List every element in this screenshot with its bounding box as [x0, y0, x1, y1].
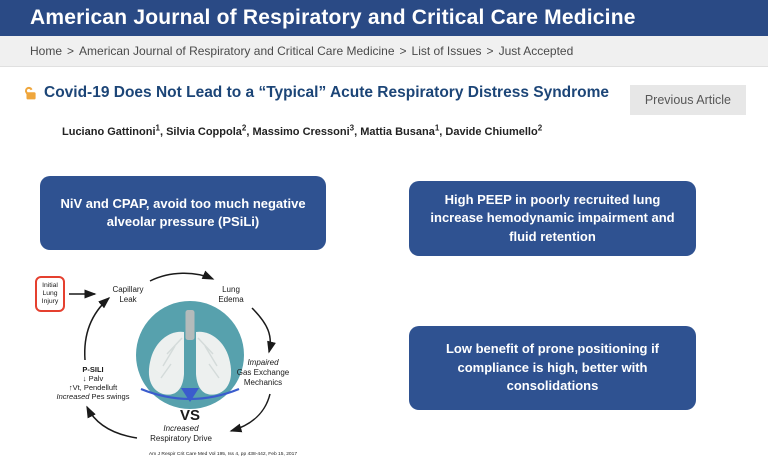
- author: Silvia Coppola2,: [166, 123, 253, 138]
- node-increased-respiratory-drive: Increased: [163, 424, 199, 433]
- lung-illustration: VS: [136, 301, 244, 424]
- previous-article-button[interactable]: Previous Article: [629, 85, 746, 115]
- author-affiliation: 2: [241, 123, 247, 132]
- node-psili: P-SILI: [82, 365, 103, 374]
- node-lung-edema: Lung: [222, 285, 240, 294]
- journal-masthead: American Journal of Respiratory and Crit…: [0, 0, 768, 36]
- node-lung-edema: Edema: [218, 295, 244, 304]
- journal-title: American Journal of Respiratory and Crit…: [30, 6, 636, 29]
- initial-box-line: Initial: [42, 282, 58, 289]
- author-affiliation: 1: [155, 123, 160, 132]
- author-affiliation: 1: [434, 123, 440, 132]
- node-impaired-gas-exchange: Gas Exchange: [237, 368, 290, 377]
- psili-cycle-diagram: VS Initial Lung Injury Capillary Leak Lu…: [35, 270, 297, 457]
- open-access-lock-icon: [25, 86, 36, 100]
- figure-citation: Am J Respir Crit Care Med Vol 195, Iss 4…: [149, 451, 297, 457]
- author: Davide Chiumello2: [445, 123, 543, 138]
- article-title-row: Covid-19 Does Not Lead to a “Typical” Ac…: [22, 84, 609, 102]
- node-impaired-gas-exchange: Mechanics: [244, 378, 282, 387]
- vs-down-arrow-icon: [181, 388, 199, 402]
- cycle-arrows: [69, 270, 276, 439]
- breadcrumb-list-of-issues[interactable]: List of Issues: [411, 44, 482, 58]
- arrow-psili-to-leak: [84, 297, 111, 361]
- arrow-impaired-to-drive: [229, 393, 271, 433]
- arrow-drive-to-psili: [86, 405, 138, 439]
- author-list: Luciano Gattinoni1, Silvia Coppola2, Mas…: [62, 123, 542, 138]
- node-psili: ↓ Palv: [83, 374, 104, 383]
- breadcrumb-separator: >: [67, 44, 75, 58]
- article-title: Covid-19 Does Not Lead to a “Typical” Ac…: [44, 84, 610, 101]
- breadcrumb-separator: >: [399, 44, 407, 58]
- node-capillary-leak: Leak: [119, 295, 137, 304]
- breadcrumb: Home > American Journal of Respiratory a…: [0, 36, 768, 67]
- author-affiliation: 3: [349, 123, 355, 132]
- key-point-prone-positioning: Low benefit of prone positioning if comp…: [409, 326, 696, 410]
- initial-box-line: Injury: [42, 298, 59, 305]
- breadcrumb-journal[interactable]: American Journal of Respiratory and Crit…: [79, 44, 395, 58]
- arrow-edema-to-impaired: [251, 307, 276, 354]
- author: Massimo Cressoni3,: [252, 123, 361, 138]
- breadcrumb-separator: >: [486, 44, 494, 58]
- vs-label: VS: [180, 407, 200, 424]
- initial-lung-injury-box: Initial Lung Injury: [35, 276, 65, 312]
- node-impaired-gas-exchange: Impaired: [247, 358, 279, 367]
- key-point-high-peep: High PEEP in poorly recruited lung incre…: [409, 181, 696, 256]
- author-affiliation: 2: [537, 123, 543, 132]
- breadcrumb-home[interactable]: Home: [30, 44, 63, 58]
- node-capillary-leak: Capillary: [112, 285, 143, 294]
- arrow-leak-to-edema: [149, 270, 215, 282]
- initial-box-line: Lung: [42, 290, 57, 297]
- node-increased-respiratory-drive: Respiratory Drive: [150, 434, 212, 443]
- node-psili: Increased Pes swings: [57, 392, 130, 401]
- author: Luciano Gattinoni1,: [62, 123, 167, 138]
- author: Mattia Busana1,: [360, 123, 446, 138]
- breadcrumb-just-accepted: Just Accepted: [498, 44, 574, 58]
- key-point-niv-cpap: NiV and CPAP, avoid too much negative al…: [40, 176, 326, 250]
- node-psili: ↑Vt, Pendelluft: [69, 383, 118, 392]
